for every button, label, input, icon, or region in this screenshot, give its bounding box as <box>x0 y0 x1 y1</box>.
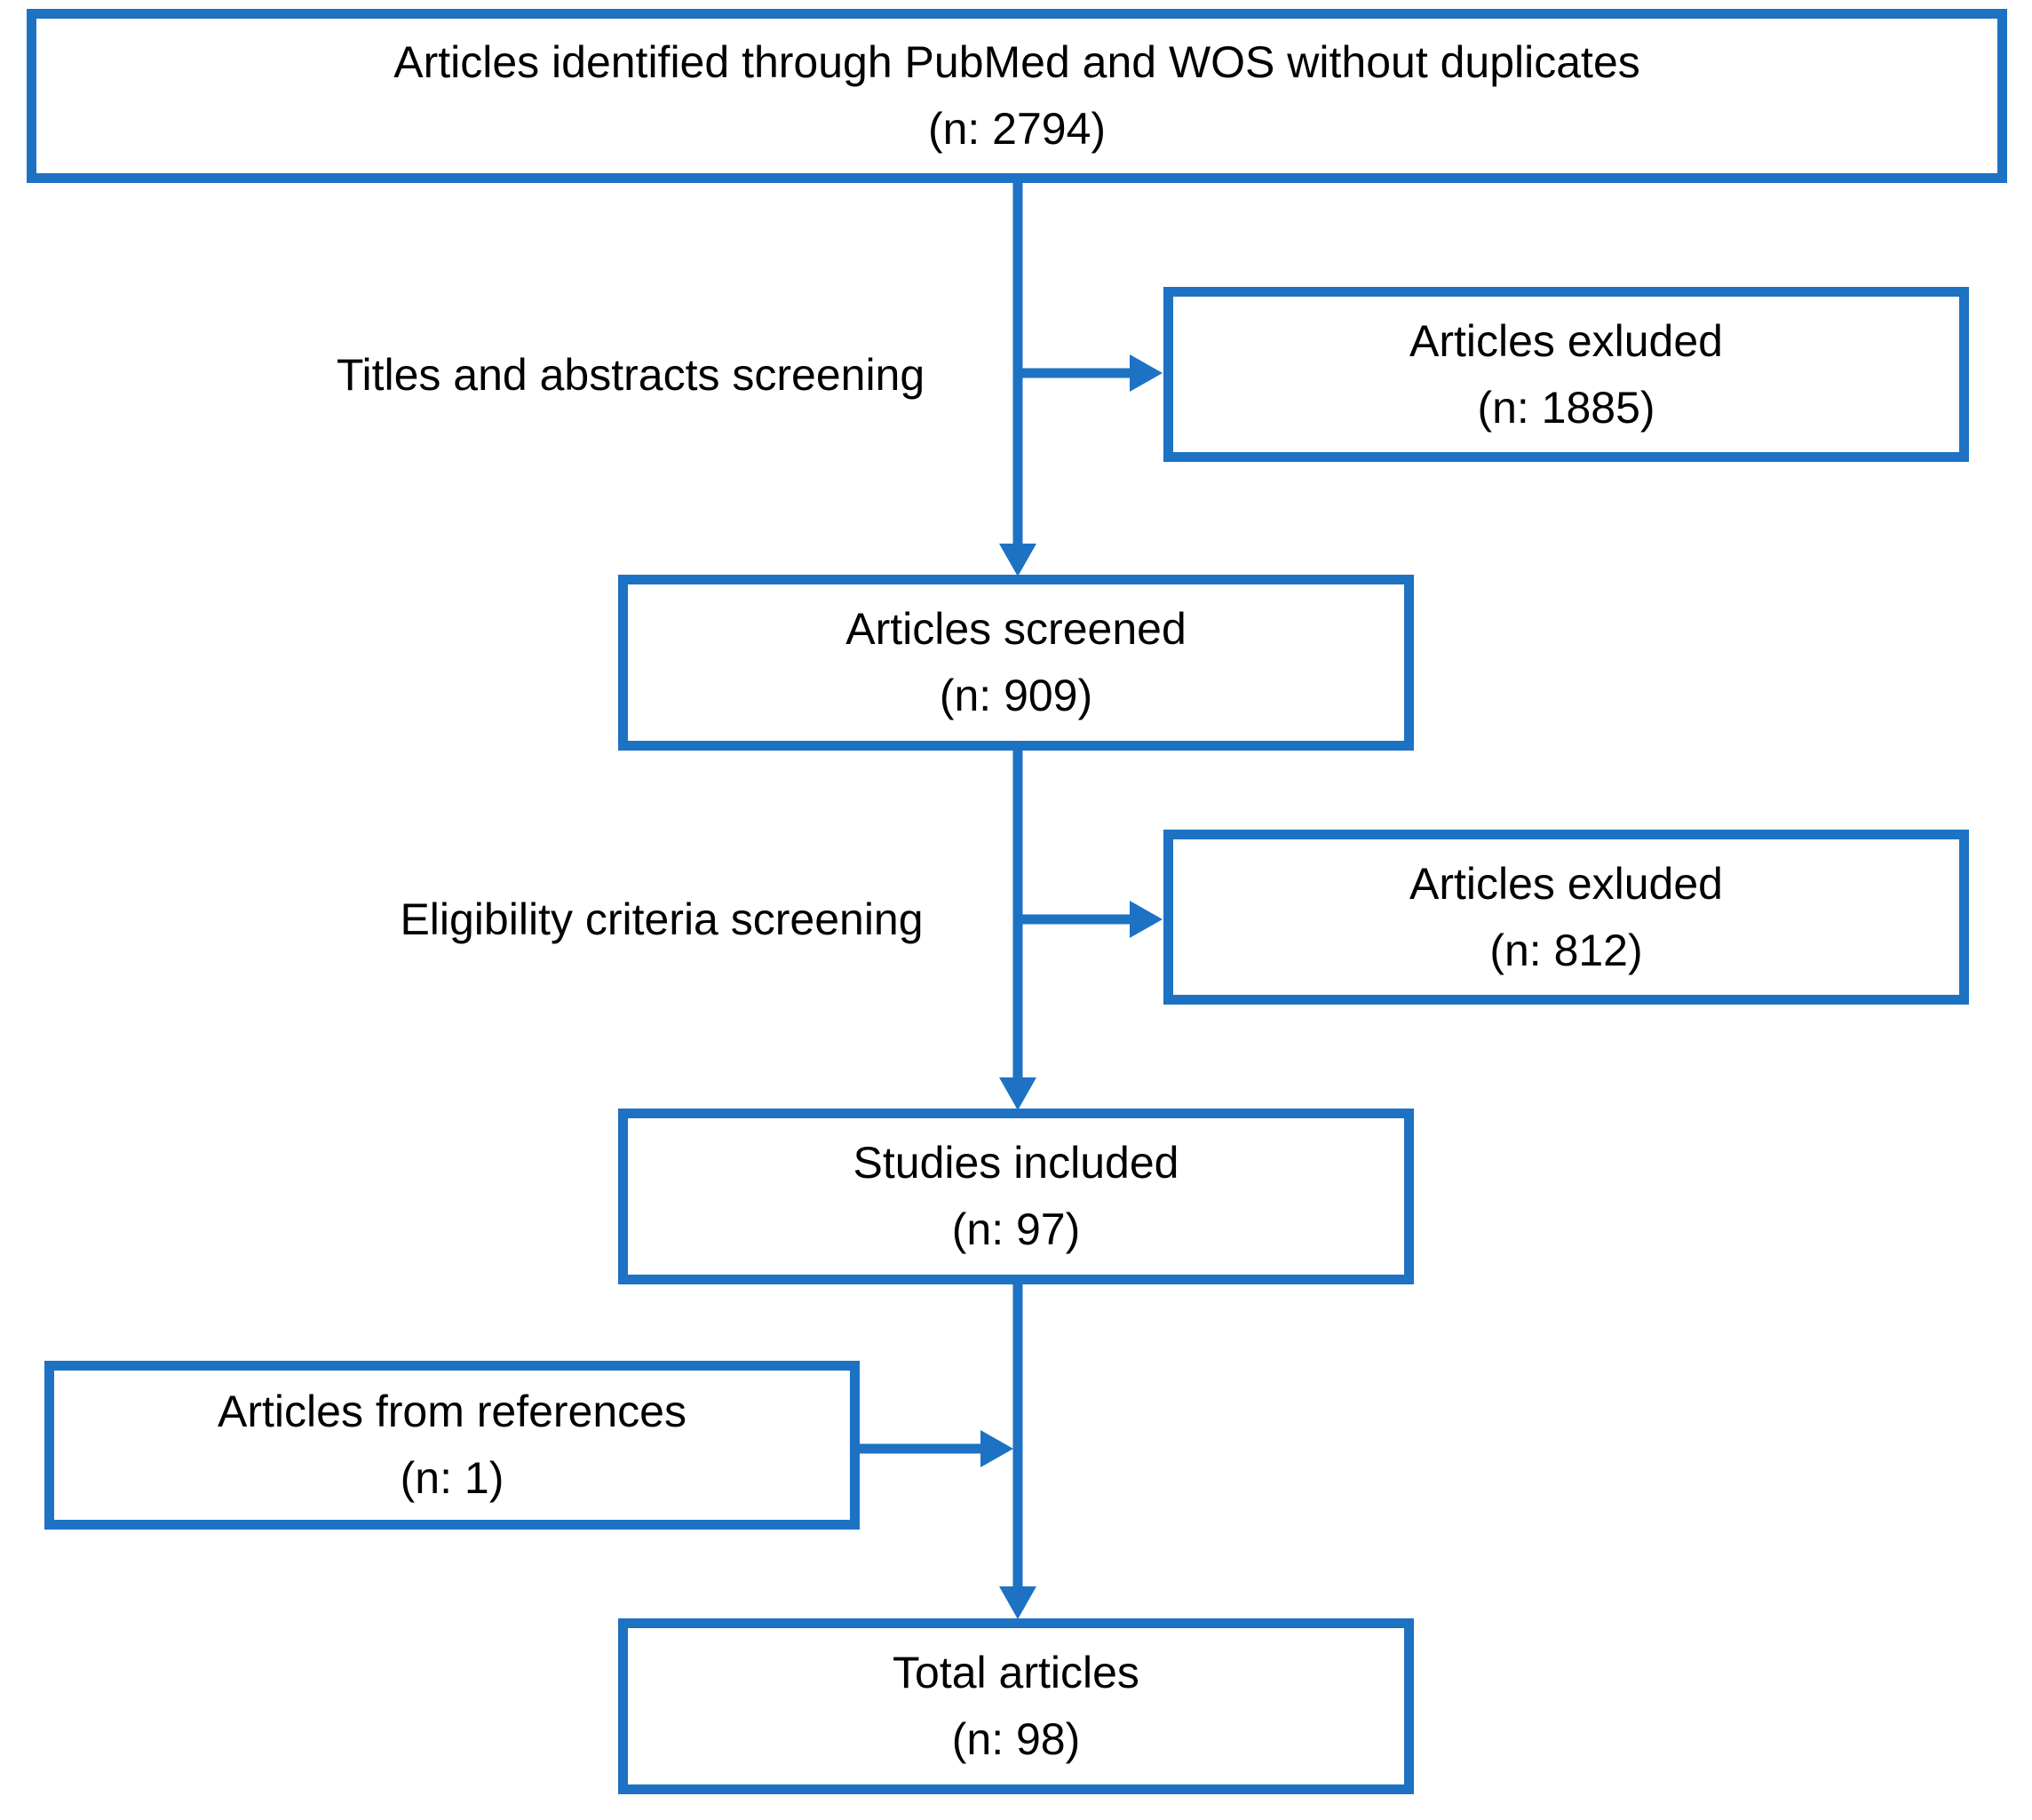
box-studies-included: Studies included (n: 97) <box>618 1109 1414 1284</box>
box-total-articles-count: (n: 98) <box>951 1714 1081 1764</box>
box-studies-included-count: (n: 97) <box>951 1204 1081 1254</box>
arrow-references-to-flow <box>856 1430 1013 1467</box>
box-total-articles-label: Total articles <box>893 1648 1139 1697</box>
box-studies-included-label: Studies included <box>853 1138 1179 1188</box>
box-articles-identified: Articles identified through PubMed and W… <box>27 9 2007 183</box>
box-articles-from-references: Articles from references (n: 1) <box>44 1361 860 1530</box>
box-articles-excluded-screening-count: (n: 1885) <box>1477 382 1655 433</box>
box-articles-excluded-eligibility: Articles exluded (n: 812) <box>1163 830 1969 1005</box>
box-articles-excluded-screening-label: Articles exluded <box>1409 315 1723 366</box>
stage-label-eligibility-criteria-screening: Eligibility criteria screening <box>400 894 924 944</box>
box-total-articles: Total articles (n: 98) <box>618 1618 1414 1794</box>
box-articles-screened-label: Articles screened <box>845 604 1187 654</box>
box-articles-screened-count: (n: 909) <box>939 671 1093 720</box>
box-articles-excluded-screening: Articles exluded (n: 1885) <box>1163 287 1969 462</box>
box-articles-from-references-count: (n: 1) <box>400 1453 504 1503</box>
box-articles-identified-label: Articles identified through PubMed and W… <box>393 37 1640 87</box>
stage-label-titles-abstracts-screening: Titles and abstracts screening <box>336 350 925 400</box>
box-articles-excluded-eligibility-label: Articles exluded <box>1409 858 1723 909</box>
arrow-included-to-total <box>999 1283 1036 1619</box>
arrow-to-excluded-screening <box>1018 354 1163 392</box>
arrow-to-excluded-eligibility <box>1018 901 1163 938</box>
arrow-identified-to-screened <box>999 179 1036 576</box>
box-articles-excluded-eligibility-count: (n: 812) <box>1489 925 1643 975</box>
box-articles-screened: Articles screened (n: 909) <box>618 575 1414 751</box>
box-articles-from-references-label: Articles from references <box>218 1387 687 1436</box>
box-articles-identified-count: (n: 2794) <box>927 104 1107 154</box>
